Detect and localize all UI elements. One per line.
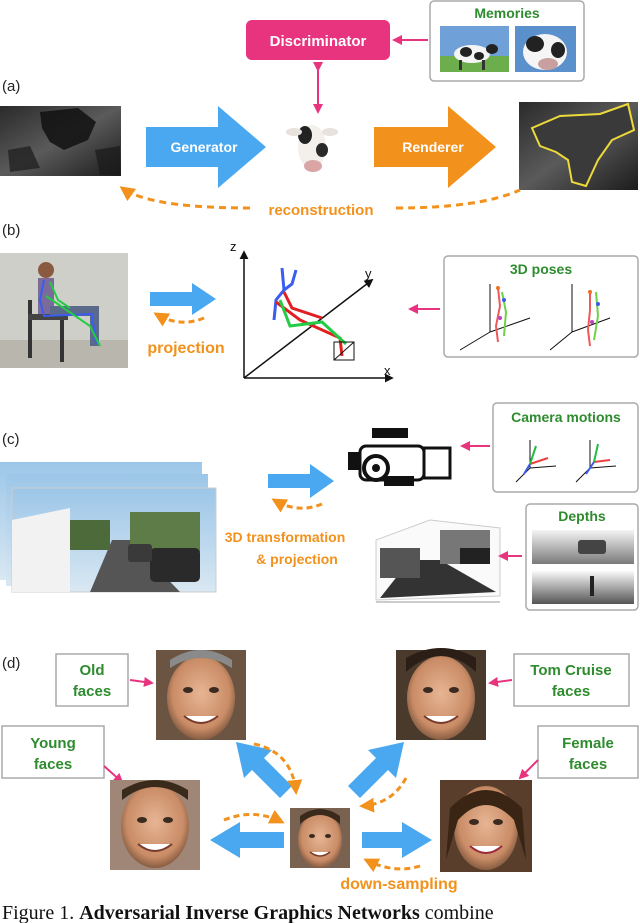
renderer-label: Renderer [402,139,464,155]
generator-arrow [146,106,266,188]
panel-c-label: (c) [2,431,20,448]
transform-forward-arrow [268,464,334,498]
female-faces-arrow [518,759,539,780]
camera-motions-title: Camera motions [511,409,621,425]
dashed-young-face [223,809,285,824]
pose-thumbnail-1 [459,284,531,351]
arrow-to-old-face [236,742,292,798]
young-face-image [110,780,200,870]
old-faces-arrow [129,676,154,687]
projection-label: projection [147,340,224,357]
pose-forward-arrow [150,283,216,315]
renderer-arrow [374,106,496,188]
3d-poses-title: 3D poses [510,261,572,277]
young-faces-box [1,725,105,779]
cow-photo-1 [440,26,509,72]
discriminator-box [246,20,390,60]
caption-bold: Adversarial Inverse Graphics Networks [79,904,420,923]
camera-motion-thumbnail-2 [575,440,617,483]
tom-cruise-faces-arrow [488,676,513,687]
axis-x-label: x [384,363,391,378]
reconstruction-arrow-right [395,188,521,210]
generator-label: Generator [171,139,238,155]
panel-b-label: (b) [2,222,20,239]
video-camera-icon [348,428,452,486]
person-sitting-photo [0,253,128,368]
dashed-female-face [363,858,421,873]
female-faces-line2: faces [569,756,607,773]
young-faces-line1: Young [30,735,76,752]
arrow-to-tom-cruise-face [348,742,404,798]
young-faces-arrow [103,765,124,784]
camera-motion-thumbnail-1 [515,440,557,483]
axis-z-label: z [230,239,237,254]
depth-point-cloud [375,519,501,603]
memories-title: Memories [474,5,540,21]
camera-motions-box [492,402,639,493]
axis-y-label: y [365,266,372,281]
arrow-to-female-face [362,822,432,858]
depth-map-2 [532,570,634,604]
discriminator-label: Discriminator [270,33,367,50]
cow-photo-2 [515,26,576,72]
3d-skeleton [272,267,355,361]
old-faces-box [55,653,129,707]
pose-backward-dashed-arrow [153,312,205,327]
street-frames-stack [0,462,217,593]
old-faces-line2: faces [73,683,111,700]
panel-d-label: (d) [2,655,20,672]
rendered-silhouette-image [519,102,638,190]
caption-suffix: combine [419,904,494,923]
transform-label-line1: 3D transformation [225,529,346,545]
reconstruction-label: reconstruction [268,202,373,219]
3d-poses-box [443,255,639,358]
female-faces-line1: Female [562,735,614,752]
arrow-to-young-face [210,822,284,858]
input-silhouette-image [0,106,121,176]
old-faces-line1: Old [80,662,105,679]
young-faces-line2: faces [34,756,72,773]
tom-cruise-faces-box [513,653,630,707]
pose-thumbnail-2 [549,284,611,351]
female-face-image [440,780,532,872]
female-faces-box [537,725,639,779]
tom-cruise-faces-line2: faces [552,683,590,700]
cow-3d-model [286,125,338,172]
reconstruction-arrow-left [119,186,251,210]
tom-cruise-faces-line1: Tom Cruise [530,662,611,679]
downsampling-label: down-sampling [340,876,457,893]
transform-backward-dashed-arrow [271,498,323,513]
input-face-image [290,808,350,868]
dashed-old-face [253,742,303,795]
dashed-tom-face [359,777,408,813]
transform-label-line2: & projection [256,551,338,567]
3d-axes [239,250,394,383]
old-face-image [156,650,246,740]
figure-caption: Figure 1. Adversarial Inverse Graphics N… [2,904,638,923]
depths-title: Depths [558,508,606,524]
caption-prefix: Figure 1. [2,904,80,923]
panel-a-label: (a) [2,78,20,95]
depth-map-1 [532,530,634,564]
tom-cruise-face-image [396,648,486,740]
